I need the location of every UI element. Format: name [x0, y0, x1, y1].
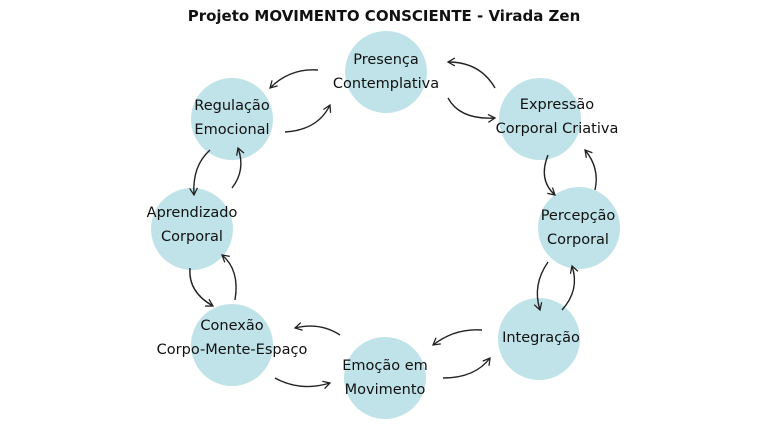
node-circle-expressao — [499, 78, 581, 160]
arrow — [431, 329, 483, 346]
arrow — [442, 356, 491, 379]
node-circle-presenca — [345, 31, 427, 113]
node-circle-regulacao — [191, 78, 273, 160]
node-label-line2: Corpo-Mente-Espaço — [156, 342, 308, 358]
arrow — [284, 103, 332, 133]
arrow — [274, 377, 332, 390]
arrow — [231, 146, 245, 189]
node-label-line2: Corporal — [547, 232, 609, 248]
arrow — [293, 322, 341, 336]
node-label-line2: Movimento — [344, 382, 426, 398]
node-circle-aprendizado — [151, 188, 233, 270]
node-label-line2: Corporal — [161, 229, 223, 245]
node-circle-emocao — [344, 337, 426, 419]
node-label-line1: Emoção em — [342, 358, 428, 374]
node-label-line1: Aprendizado — [146, 205, 238, 221]
arrow — [584, 149, 597, 191]
node-circle-conexao — [191, 304, 273, 386]
arrow — [189, 149, 211, 197]
node-circle-percepcao — [538, 187, 620, 269]
node-label-line1: Regulação — [194, 98, 270, 114]
node-label-line2: Corporal Criativa — [495, 121, 619, 137]
node-label-line1: Percepção — [540, 208, 616, 224]
arrow — [221, 254, 237, 301]
arrow — [446, 57, 496, 89]
arrow — [189, 267, 215, 307]
node-label-line1: Presença — [353, 52, 419, 68]
node-circle-integracao — [498, 298, 580, 380]
arrow — [447, 97, 497, 123]
node-label-line2: Emocional — [194, 122, 270, 138]
node-label-line1: Integração — [502, 330, 580, 346]
node-label-line1: Expressão — [519, 97, 595, 113]
node-label-line2: Contemplativa — [332, 76, 440, 92]
arrow — [533, 261, 549, 312]
node-label-line1: Conexão — [200, 318, 264, 334]
arrow — [543, 154, 556, 196]
diagram-title: Projeto MOVIMENTO CONSCIENTE - Virada Ze… — [187, 7, 581, 25]
arrow — [269, 69, 319, 89]
node-integracao: Integração — [502, 326, 580, 350]
node-emocao: Emoção em Movimento — [342, 354, 428, 402]
arrow — [561, 264, 579, 311]
